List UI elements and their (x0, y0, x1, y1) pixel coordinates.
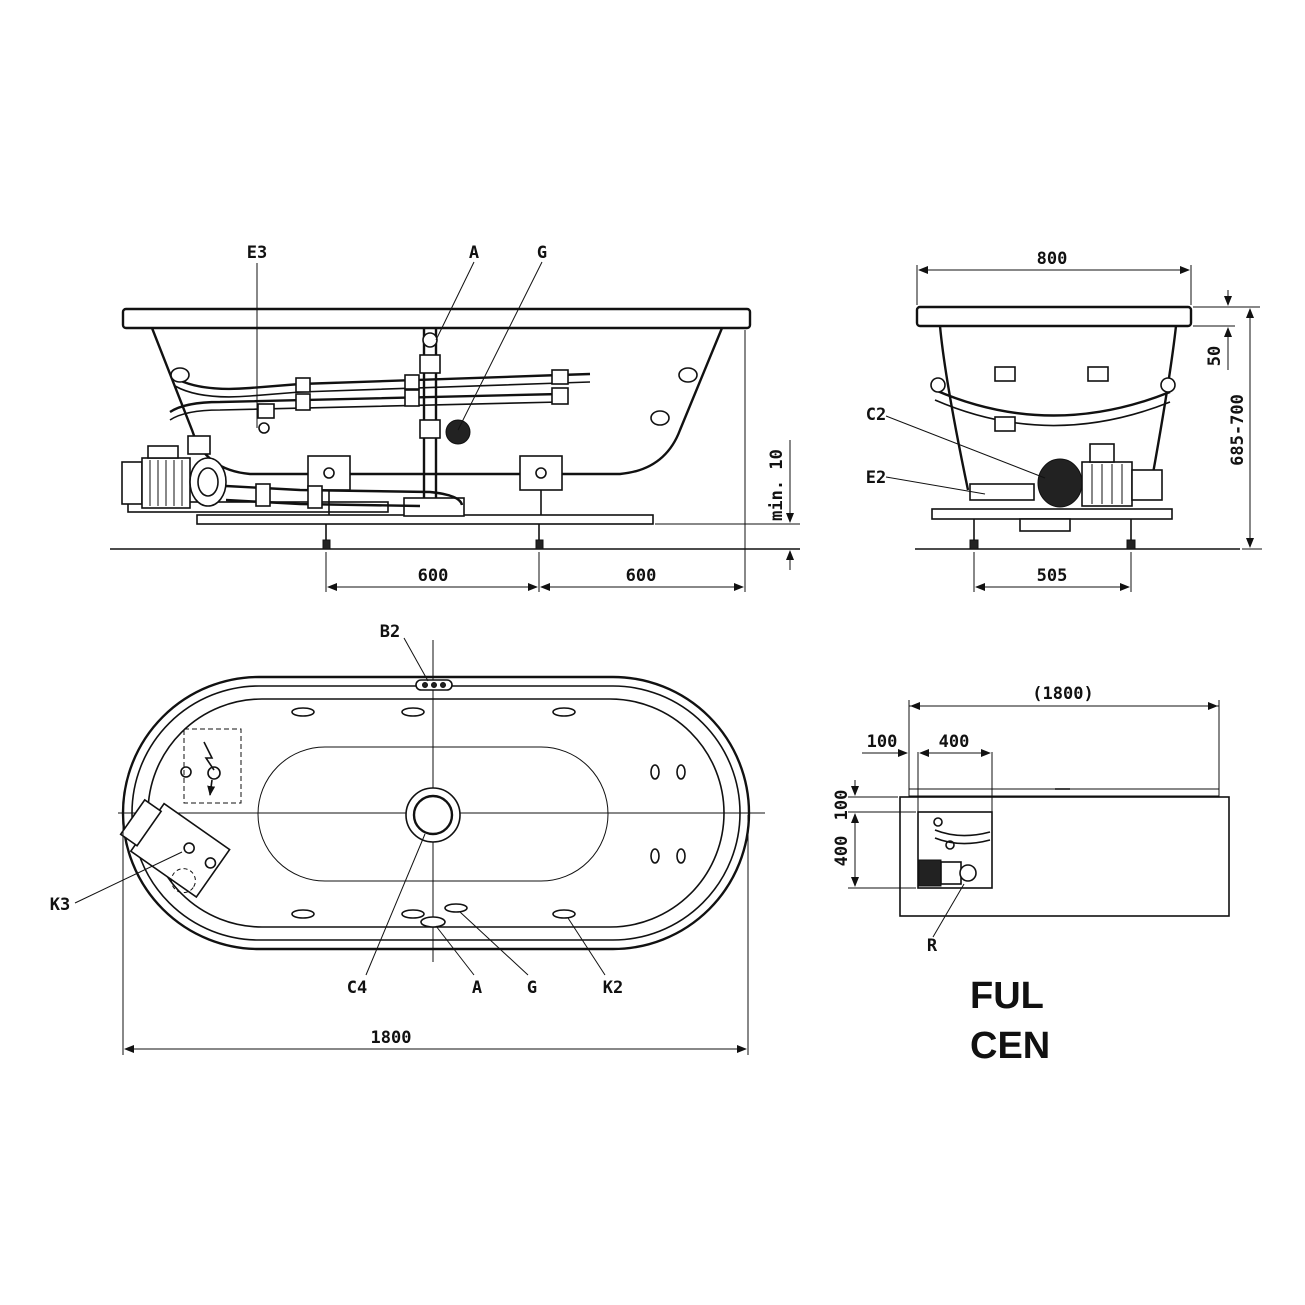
dim-1800-paren: (1800) (1032, 684, 1093, 704)
pump-k3 (119, 798, 231, 899)
panel-pump (918, 817, 991, 887)
label-e2: E2 (866, 468, 886, 488)
label-e3: E3 (247, 243, 267, 263)
electrical-box (183, 728, 242, 804)
panel-horizontal-dimensions (862, 749, 993, 812)
brand-line-1: FUL (970, 975, 1044, 1017)
label-a-side: A (469, 243, 479, 263)
label-a-top: A (472, 978, 482, 998)
side-view: E3 A G 600 600 min. 10 (110, 243, 800, 592)
end-air-pipe (934, 388, 1171, 417)
label-c2: C2 (866, 405, 886, 425)
min10-dimension (655, 440, 800, 570)
c4-leader (365, 833, 426, 976)
top-jets (291, 707, 686, 928)
panel-outline (899, 796, 1230, 917)
side-water-pipe (169, 392, 561, 414)
dim-685-700: 685-700 (1228, 394, 1248, 466)
dim-600-left: 600 (418, 566, 449, 586)
top-view: B2 K3 C4 A G K2 1800 (50, 622, 765, 1055)
dim-min10: min. 10 (767, 449, 787, 521)
e2-leader (885, 476, 986, 495)
k2-leader (567, 917, 606, 976)
side-air-pipe (174, 372, 591, 391)
side-brackets (307, 455, 563, 515)
end-view: C2 E2 800 50 685-700 505 (866, 249, 1262, 592)
electric-hazard-icon (203, 741, 215, 771)
rim-dimension (1193, 290, 1260, 370)
label-k3: K3 (50, 895, 70, 915)
side-jets (170, 367, 698, 426)
r-leader (932, 883, 965, 938)
end-width-dimension (916, 265, 1192, 305)
side-control-knob (445, 419, 471, 445)
dim-100-horizontal: 100 (867, 732, 898, 752)
g-leader-side (457, 261, 543, 431)
end-base-frame (931, 508, 1173, 520)
a-leader-side (435, 261, 475, 341)
end-pump (969, 443, 1163, 508)
side-drain-column (403, 328, 465, 517)
end-jets (930, 366, 1176, 432)
side-length-dimension (325, 330, 746, 592)
service-opening (917, 811, 993, 889)
brand-text: FUL CEN (970, 975, 1050, 1067)
panel-total-dimension (908, 700, 1220, 790)
label-r: R (927, 936, 938, 956)
dim-50: 50 (1205, 346, 1225, 366)
a-leader-top (435, 925, 475, 976)
k3-leader (74, 851, 183, 904)
label-c4: C4 (347, 978, 367, 998)
label-b2: B2 (380, 622, 400, 642)
side-pump (121, 435, 227, 509)
side-suction-pipe (225, 484, 464, 506)
dim-800: 800 (1037, 249, 1068, 269)
label-k2: K2 (603, 978, 623, 998)
height-dimension (1242, 308, 1262, 550)
dim-400-horizontal: 400 (939, 732, 970, 752)
side-fittings (257, 369, 569, 434)
top-length-dimension (122, 815, 749, 1055)
panel-vertical-dimensions (848, 780, 916, 889)
brand-line-2: CEN (970, 1025, 1050, 1067)
dim-1800: 1800 (371, 1028, 412, 1048)
b2-leader (403, 637, 429, 682)
end-legs (969, 518, 1136, 550)
feet-dimension (973, 552, 1132, 592)
label-g-side: G (537, 243, 547, 263)
dim-400-vertical: 400 (832, 836, 852, 867)
dim-100-vertical: 100 (832, 790, 852, 821)
c2-leader (885, 415, 1046, 479)
dim-600-right: 600 (626, 566, 657, 586)
side-rim (121, 307, 752, 330)
side-legs (322, 524, 544, 550)
dim-505: 505 (1037, 566, 1068, 586)
g-leader-top (459, 911, 529, 976)
label-g-top: G (527, 978, 537, 998)
panel-view: R (1800) 100 400 100 400 (832, 684, 1230, 956)
end-rim (915, 305, 1193, 328)
